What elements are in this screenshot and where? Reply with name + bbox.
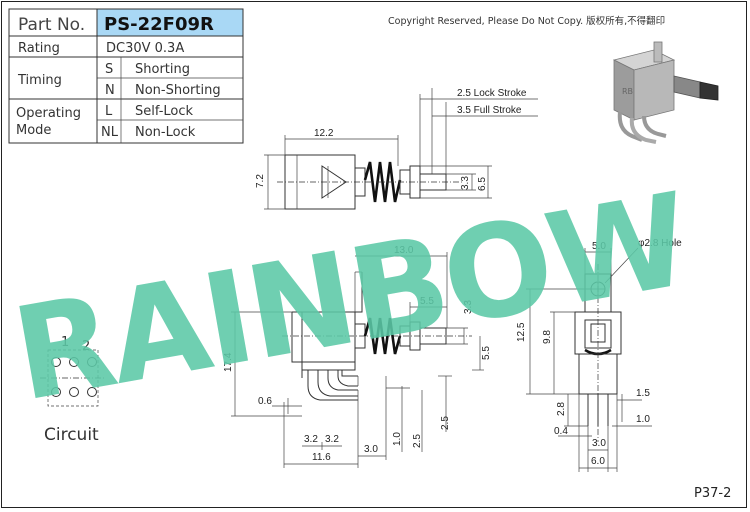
timing-code-n: N (105, 83, 115, 98)
front-dim-g: 0.4 (554, 426, 568, 437)
mode-code-l: L (105, 104, 113, 119)
mode-desc-non-lock: Non-Lock (135, 125, 196, 140)
top-dim-length: 12.2 (314, 128, 334, 139)
front-view-drawing: 5.0 φ2.8 Hole 12.5 9.8 1.5 1.0 2.8 0.4 3… (516, 238, 682, 472)
rating-label: Rating (18, 41, 60, 56)
side-dim-f: 0.6 (258, 396, 272, 407)
circuit-label: Circuit (44, 425, 99, 445)
side-dim-b: 5.5 (420, 296, 434, 307)
side-dim-a: 13.0 (394, 245, 414, 256)
rainbow-watermark: RAINBOW (4, 166, 698, 431)
page-code: P37-2 (694, 486, 731, 501)
top-dim-inner: 3.3 (460, 176, 471, 190)
side-dim-e: 17.4 (223, 352, 234, 372)
mode-code-nl: NL (101, 125, 119, 140)
lock-stroke-label: 2.5 Lock Stroke (457, 88, 527, 99)
spec-table: Part No. PS-22F09R Rating DC30V 0.3A Tim… (8, 8, 244, 144)
mode-label: Mode (16, 123, 51, 138)
side-dim-j: 1.0 (392, 432, 403, 446)
timing-label: Timing (17, 73, 62, 88)
product-photo: RB (612, 41, 719, 144)
rating-value: DC30V 0.3A (106, 41, 184, 56)
front-dim-c: 9.8 (542, 330, 553, 344)
top-view-drawing: 12.2 7.2 3.3 6.5 2.5 Lock Stroke 3.5 Ful… (255, 88, 538, 210)
timing-desc-non-shorting: Non-Shorting (135, 83, 221, 98)
front-dim-b: 12.5 (516, 322, 527, 342)
circuit-diagram: 1 2 Circuit (40, 335, 106, 445)
front-dim-e: 1.0 (636, 414, 650, 425)
side-dim-l: 2.5 (440, 416, 451, 430)
front-dim-i: 6.0 (591, 456, 605, 467)
circuit-pin-1: 1 (61, 335, 69, 350)
front-dim-d: 1.5 (636, 388, 650, 399)
front-dim-f: 2.8 (556, 402, 567, 416)
part-no-value: PS-22F09R (104, 14, 214, 35)
svg-text:RB: RB (622, 87, 633, 96)
timing-code-s: S (105, 62, 113, 77)
side-dim-c: 3.3 (463, 300, 474, 314)
full-stroke-label: 3.5 Full Stroke (457, 105, 522, 116)
copyright-notice: Copyright Reserved, Please Do Not Copy. … (388, 15, 665, 27)
top-dim-height: 7.2 (255, 174, 266, 188)
top-dim-outer: 6.5 (477, 177, 488, 191)
side-dim-k: 2.5 (412, 434, 423, 448)
circuit-pin-2: 2 (82, 339, 90, 354)
side-view-drawing: 13.0 5.5 3.3 5.5 17.4 0.6 3.2 3.2 3.0 11… (223, 245, 492, 468)
part-number-fill (97, 9, 243, 36)
operating-label: Operating (16, 106, 81, 121)
front-dim-h: 3.0 (592, 438, 606, 449)
side-dim-h: 3.0 (364, 444, 378, 455)
front-dim-hole: φ2.8 Hole (638, 238, 682, 249)
side-dim-d: 5.5 (481, 346, 492, 360)
mode-desc-self-lock: Self-Lock (135, 104, 194, 119)
side-dim-g2: 3.2 (325, 434, 339, 445)
side-dim-i: 11.6 (312, 452, 331, 463)
side-dim-g1: 3.2 (304, 434, 318, 445)
part-no-label: Part No. (18, 15, 85, 35)
timing-desc-shorting: Shorting (135, 62, 190, 77)
front-dim-a: 5.0 (592, 241, 606, 252)
